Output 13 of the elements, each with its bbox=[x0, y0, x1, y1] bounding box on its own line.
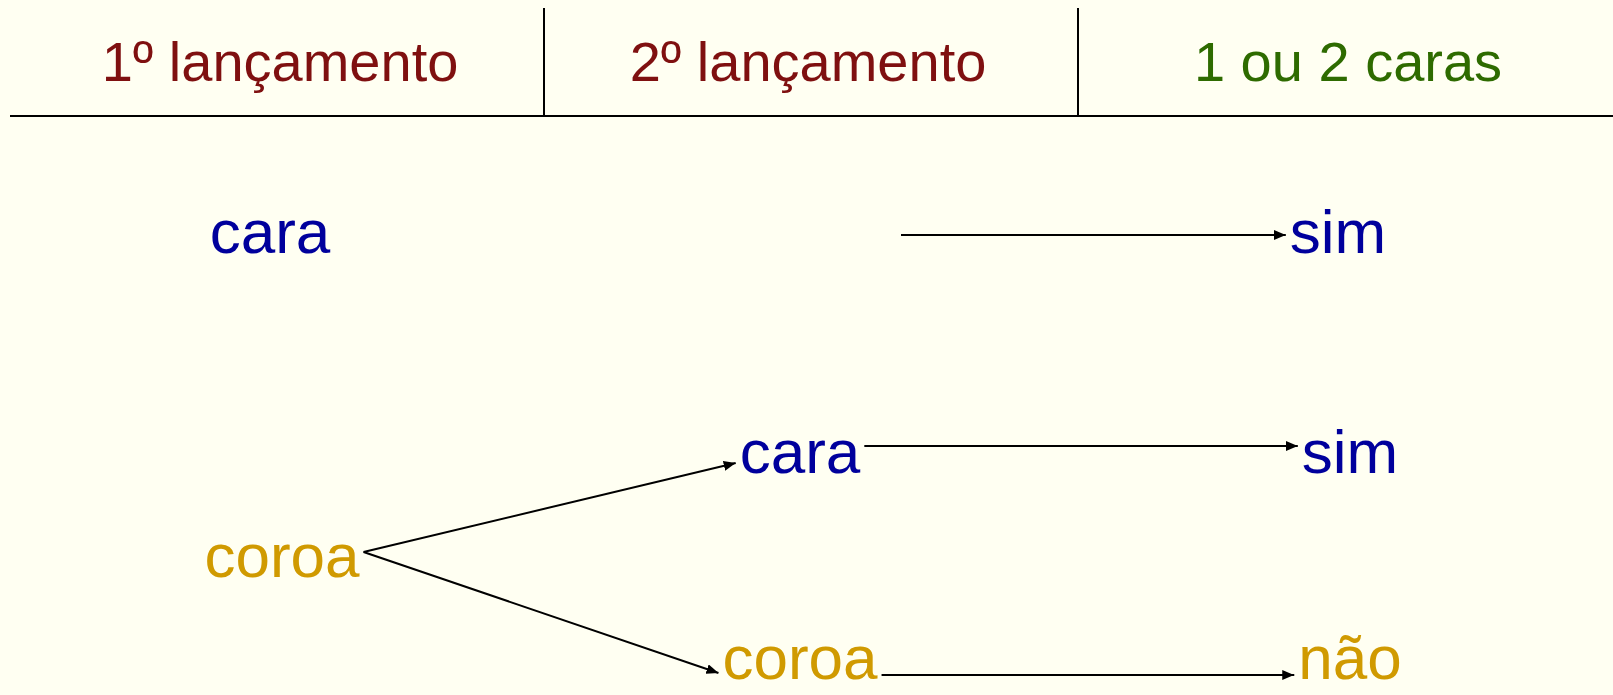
arrow bbox=[362, 460, 737, 553]
arrow bbox=[880, 670, 1296, 680]
outcome-label: sim bbox=[1289, 201, 1387, 263]
arrow bbox=[900, 230, 1287, 240]
outcome-label: cara bbox=[739, 421, 861, 483]
arrow bbox=[863, 441, 1299, 451]
outcome-label: não bbox=[1298, 627, 1402, 689]
outcome-label: sim bbox=[1301, 421, 1399, 483]
outcome-label: cara bbox=[209, 201, 331, 263]
column-header: 1 ou 2 caras bbox=[1193, 34, 1503, 90]
outcome-label: coroa bbox=[722, 627, 878, 689]
outcome-label: coroa bbox=[204, 525, 360, 587]
arrow bbox=[362, 551, 720, 674]
